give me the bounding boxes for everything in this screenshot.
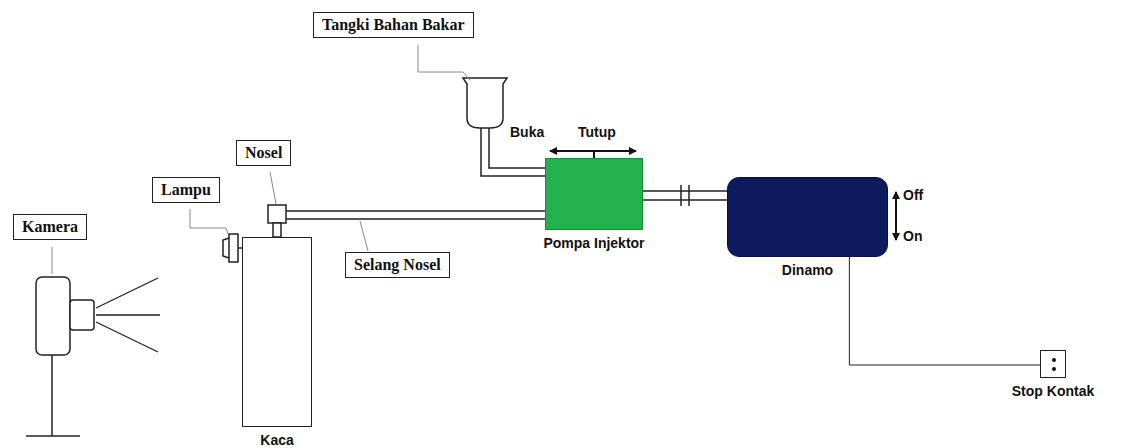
label-text: Selang Nosel <box>354 256 441 273</box>
camera-base <box>26 435 80 437</box>
valve-stem <box>593 151 595 158</box>
socket-hole <box>1052 358 1056 362</box>
label-text: Tangki Bahan Bakar <box>322 16 465 33</box>
view-rays <box>96 278 160 352</box>
injector-pump: Pompa Injektor <box>545 158 643 230</box>
leader-line <box>52 247 53 274</box>
glass-chamber: Kaca <box>242 237 312 427</box>
part-name: Stop Kontak <box>1012 383 1094 399</box>
nozzle-tip <box>273 223 281 237</box>
part-name: Dinamo <box>782 262 833 278</box>
label-text: Nosel <box>245 144 282 161</box>
leader-line <box>270 172 276 204</box>
part-label: Tangki Bahan Bakar <box>313 12 474 38</box>
fuel-tank <box>463 78 507 128</box>
part-label: Selang Nosel <box>345 252 450 278</box>
dynamo: Dinamo <box>727 177 888 257</box>
label-text: Kamera <box>22 218 78 235</box>
part-label: Kamera <box>13 214 87 240</box>
lamp <box>223 234 238 262</box>
leader-line <box>360 221 368 251</box>
nozzle <box>268 205 286 223</box>
label-text: Lampu <box>161 181 211 198</box>
part-label: Nosel <box>236 140 291 166</box>
control-label: Off <box>903 187 923 203</box>
camera-stand <box>51 355 53 436</box>
part-label: Lampu <box>152 177 220 203</box>
switch-arrow <box>895 192 897 240</box>
camera-body <box>36 277 70 355</box>
part-name: Kaca <box>260 432 293 448</box>
connector <box>643 185 727 206</box>
power-socket: Stop Kontak <box>1040 350 1066 378</box>
control-label: Tutup <box>578 124 616 140</box>
leader-line <box>418 45 470 80</box>
control-label: Buka <box>510 124 544 140</box>
socket-hole <box>1052 367 1056 371</box>
control-label: On <box>903 228 922 244</box>
leader-line <box>190 209 228 234</box>
connector <box>849 257 1040 365</box>
camera-lens <box>70 300 94 330</box>
nozzle-hose <box>286 211 545 219</box>
part-name: Pompa Injektor <box>543 235 644 251</box>
